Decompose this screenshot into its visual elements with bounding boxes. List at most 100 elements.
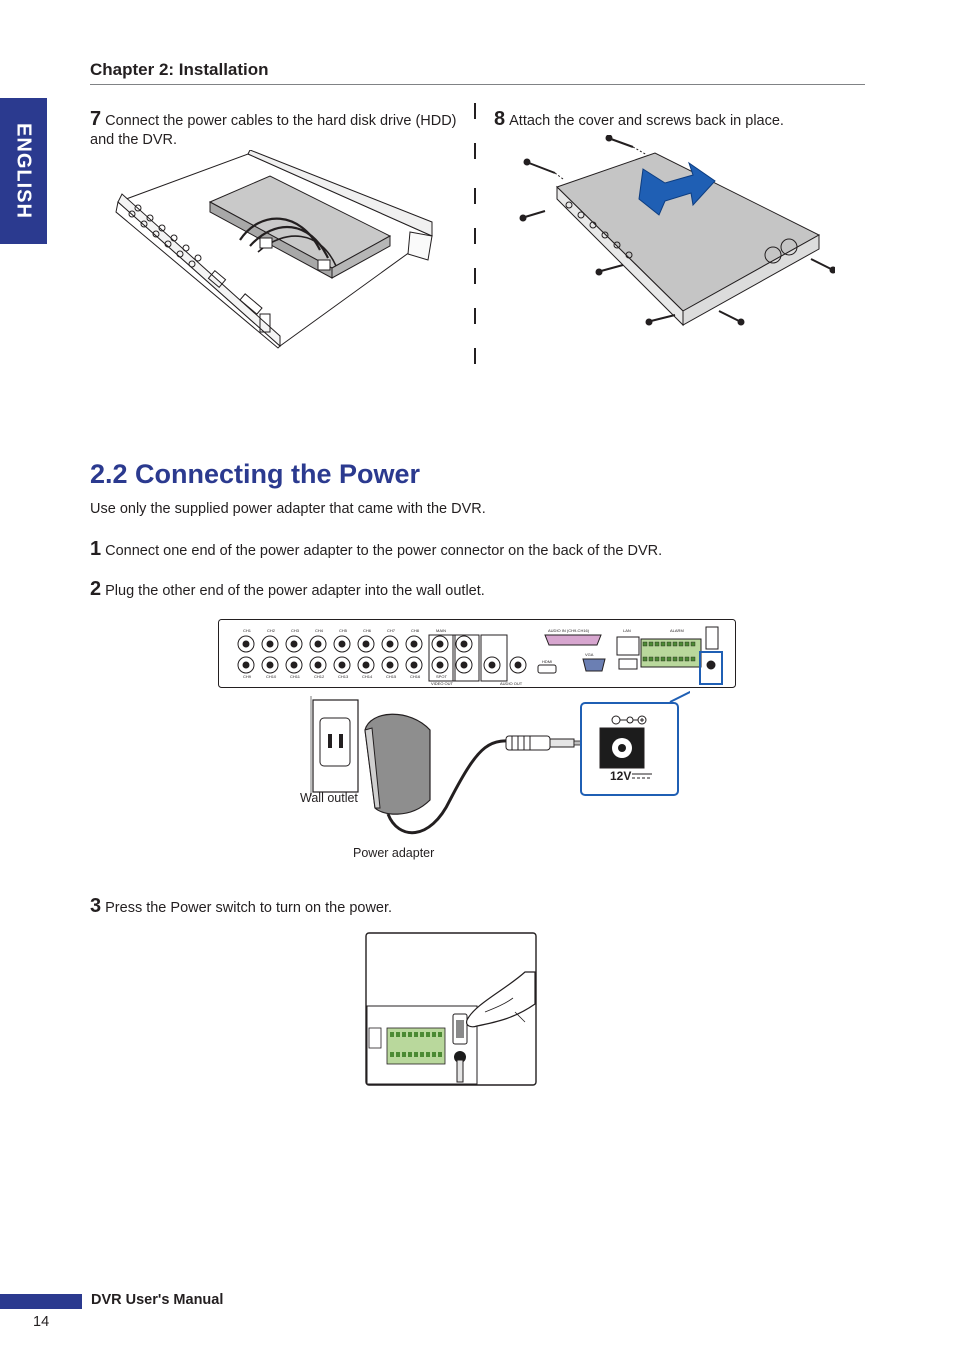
bnc-connector <box>237 656 255 674</box>
bnc-connector <box>483 656 501 674</box>
power-step-2-text: Plug the other end of the power adapter … <box>105 583 485 599</box>
bnc-connector-pin <box>410 661 418 669</box>
column-divider <box>474 228 476 244</box>
header-rule <box>90 84 865 85</box>
bnc-connector <box>381 635 399 653</box>
bnc-connector <box>455 656 473 674</box>
panel-label-main: MAIN <box>436 628 446 633</box>
panel-label-ch8: CH8 <box>411 628 420 633</box>
bnc-connector-pin <box>314 640 322 648</box>
panel-label-audio-out: AUDIO OUT <box>500 681 523 686</box>
panel-label-audio-in: AUDIO IN (CH9-CH16) <box>548 628 590 633</box>
bnc-connector <box>333 635 351 653</box>
bnc-connector <box>357 656 375 674</box>
panel-label-ch10: CH10 <box>266 674 277 679</box>
bnc-connector <box>309 635 327 653</box>
bnc-connector <box>509 656 527 674</box>
panel-label-ch13: CH13 <box>338 674 349 679</box>
bnc-connector <box>333 656 351 674</box>
bnc-connector-pin <box>410 640 418 648</box>
bnc-connector-pin <box>460 661 468 669</box>
bnc-connector <box>405 635 423 653</box>
bnc-connector <box>357 635 375 653</box>
panel-label-lan: LAN <box>623 628 631 633</box>
step-7-text: Connect the power cables to the hard dis… <box>90 113 457 148</box>
bnc-connector <box>431 635 449 653</box>
bnc-connector-pin <box>338 640 346 648</box>
column-divider <box>474 103 476 119</box>
panel-label-ch6: CH6 <box>363 628 372 633</box>
bnc-connector <box>261 656 279 674</box>
power-step-3-text: Press the Power switch to turn on the po… <box>105 900 393 916</box>
language-tab-label: ENGLISH <box>12 123 35 219</box>
bnc-connector-pin <box>386 661 394 669</box>
panel-label-ch11: CH11 <box>290 674 301 679</box>
bnc-connector <box>261 635 279 653</box>
power-step-1-text: Connect one end of the power adapter to … <box>105 543 663 559</box>
bnc-connector-pin <box>514 661 522 669</box>
panel-label-ch12: CH12 <box>314 674 325 679</box>
chapter-title: Chapter 2: Installation <box>90 60 269 79</box>
panel-label-ch1: CH1 <box>243 628 252 633</box>
bnc-connector-pin <box>488 661 496 669</box>
panel-label-ch14: CH14 <box>362 674 373 679</box>
power-step-1-number: 1 <box>90 538 102 560</box>
bnc-connector-pin <box>362 640 370 648</box>
section-intro: Use only the supplied power adapter that… <box>90 501 486 517</box>
bnc-connector <box>405 656 423 674</box>
wall-outlet-icon <box>310 696 359 796</box>
bnc-connector-pin <box>460 640 468 648</box>
panel-label-ch16: CH16 <box>410 674 421 679</box>
power-step-2-number: 2 <box>90 578 102 600</box>
power-adapter-icon <box>364 713 589 835</box>
panel-label-spot: SPOT <box>436 674 447 679</box>
voltage-label: 12V <box>610 769 631 783</box>
column-divider <box>474 143 476 159</box>
section-title: 2.2 Connecting the Power <box>90 459 421 489</box>
bnc-connector-pin <box>338 661 346 669</box>
column-divider <box>474 188 476 204</box>
bnc-connector <box>431 656 449 674</box>
bnc-connector <box>381 656 399 674</box>
panel-label-hdmi: HDMI <box>542 659 552 664</box>
bnc-connector <box>285 656 303 674</box>
column-divider <box>474 348 476 364</box>
panel-label-ch7: CH7 <box>387 628 396 633</box>
language-tab: ENGLISH <box>0 98 47 244</box>
bnc-connector-pin <box>314 661 322 669</box>
panel-label-ch5: CH5 <box>339 628 348 633</box>
bnc-connector-pin <box>290 661 298 669</box>
bnc-connector-pin <box>266 640 274 648</box>
column-divider <box>474 308 476 324</box>
panel-label-ch3: CH3 <box>291 628 300 633</box>
panel-label-vga: VGA <box>585 652 594 657</box>
step-8-text: Attach the cover and screws back in plac… <box>509 113 784 129</box>
bnc-connector-pin <box>266 661 274 669</box>
dvr-rear-panel-illustration: CH1 CH2 CH3 CH4 CH5 CH6 CH7 CH8 MAIN CH9… <box>218 619 736 688</box>
step-7-number: 7 <box>90 108 102 130</box>
panel-label-ch4: CH4 <box>315 628 324 633</box>
footer-bar <box>0 1294 82 1309</box>
panel-label-ch15: CH15 <box>386 674 397 679</box>
page-number: 14 <box>33 1314 50 1330</box>
bnc-connector-pin <box>242 640 250 648</box>
bnc-connector <box>455 635 473 653</box>
power-connection-illustration: 12V <box>310 690 690 835</box>
power-switch-illustration <box>365 932 537 1086</box>
panel-label-ch9: CH9 <box>243 674 252 679</box>
bnc-connector-pin <box>436 661 444 669</box>
dvr-open-hdd-illustration <box>115 150 433 349</box>
bnc-connector-pin <box>386 640 394 648</box>
dvr-closed-screws-illustration <box>519 135 835 327</box>
bnc-connector-pin <box>290 640 298 648</box>
power-step-3-number: 3 <box>90 895 102 917</box>
bnc-connector-pin <box>436 640 444 648</box>
bnc-connector-pin <box>362 661 370 669</box>
bnc-connector <box>237 635 255 653</box>
power-jack-callout: 12V <box>580 690 690 796</box>
